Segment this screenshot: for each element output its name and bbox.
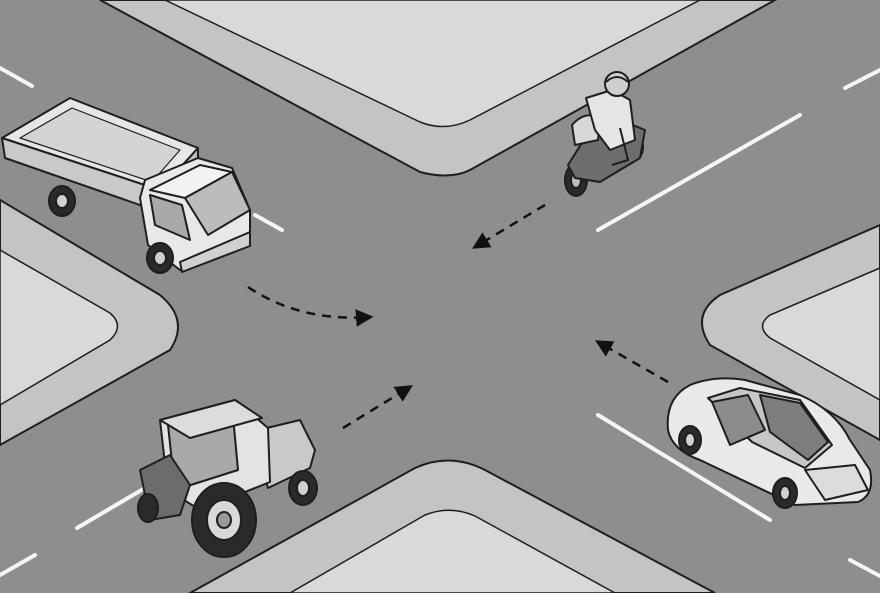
tractor [137,399,318,558]
arrow-truck-path [247,285,374,327]
arrow-tractor-path [342,385,413,430]
car [666,377,873,509]
arrow-motorcycle-path [471,203,546,249]
corner-bottom [187,459,716,593]
truck [1,97,251,274]
lane-markings [0,66,880,578]
motorcycle [564,71,646,197]
arrow-car-path [594,340,669,384]
direction-arrows [247,203,669,430]
corner-right [701,223,880,442]
corner-top [99,0,778,177]
corner-left [0,198,179,447]
